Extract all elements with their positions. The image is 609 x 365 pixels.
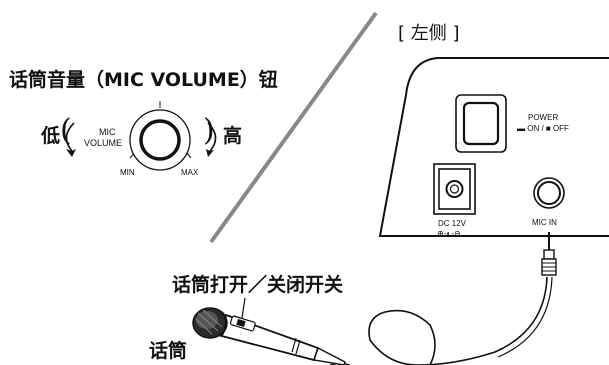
- side-panel-title: [ 左侧 ]: [398, 23, 460, 44]
- dc-jack-icon: [433, 163, 476, 215]
- decrease-arrow-icon: [65, 122, 76, 157]
- power-state-label: ▬ ON / ■ OFF: [517, 124, 569, 133]
- min-label: MIN: [120, 168, 135, 177]
- knob-title: 话筒音量（MIC VOLUME）钮: [9, 69, 278, 91]
- left-bracket: (: [60, 113, 72, 148]
- knob-name-volume: VOLUME: [84, 138, 123, 148]
- high-label: 高: [223, 125, 243, 147]
- mic-cable: [329, 276, 553, 365]
- microphone-icon: [192, 307, 346, 365]
- switch-label: 话筒打开／关闭开关: [172, 274, 344, 296]
- low-label: 低: [41, 125, 61, 147]
- max-label: MAX: [181, 168, 199, 177]
- power-label: POWER: [528, 113, 559, 122]
- dc-label: DC 12V: [438, 219, 467, 228]
- knob-name-mic: MIC: [99, 127, 116, 137]
- volume-knob-icon: [129, 101, 192, 171]
- power-switch-icon: [455, 94, 507, 153]
- divider-line: [209, 11, 378, 244]
- increase-arrow-icon: [206, 122, 217, 157]
- dc-polarity-label: ⊕-◐-⊖: [437, 229, 461, 238]
- mic-plug-icon: [541, 232, 557, 276]
- switch-leader-line: [241, 297, 246, 319]
- microphone-label: 话筒: [149, 340, 188, 362]
- right-bracket: ): [203, 113, 215, 148]
- mic-in-label: MIC IN: [532, 218, 557, 227]
- mic-in-jack-icon: [533, 177, 565, 209]
